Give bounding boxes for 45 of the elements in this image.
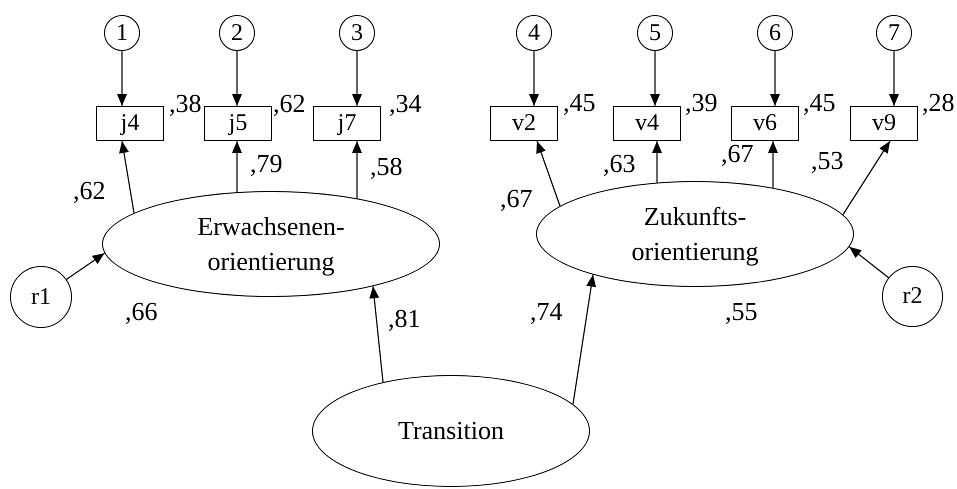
circle-node: 2	[219, 15, 255, 51]
path-arrow	[572, 274, 596, 404]
indicator-box: j5	[204, 106, 272, 141]
indicator-box: v4	[613, 106, 681, 141]
indicator-box: j4	[96, 106, 164, 141]
path-arrow	[352, 51, 362, 106]
coefficient-value: ,45	[803, 90, 836, 116]
path-arrow	[232, 141, 242, 192]
circle-node: 4	[516, 15, 552, 51]
path-arrow	[770, 51, 780, 106]
circle-node: 7	[876, 15, 912, 51]
path-arrow	[232, 51, 242, 106]
coefficient-value: ,28	[922, 90, 954, 116]
circle-node: 5	[637, 15, 673, 51]
path-arrow	[529, 51, 539, 106]
coefficient-value: ,45	[563, 90, 596, 116]
path-arrow	[848, 246, 889, 278]
circle-node: 3	[339, 15, 375, 51]
path-arrow	[369, 286, 384, 382]
coefficient-value: ,38	[169, 91, 202, 117]
indicator-box: j7	[313, 106, 381, 141]
path-arrow	[119, 140, 135, 214]
path-arrow	[652, 141, 662, 183]
coefficient-value: ,62	[273, 91, 306, 117]
latent-ellipse: Transition	[312, 375, 590, 487]
circle-node: r1	[10, 266, 72, 328]
path-arrow	[889, 51, 899, 106]
indicator-box: v2	[490, 106, 558, 141]
coefficient-value: ,55	[725, 299, 758, 325]
path-arrow	[842, 140, 890, 215]
circle-node: 6	[757, 15, 793, 51]
path-arrow	[117, 51, 127, 106]
coefficient-value: ,66	[125, 299, 158, 325]
path-arrow	[768, 141, 778, 188]
indicator-box: v9	[850, 106, 918, 141]
indicator-box: v6	[731, 106, 799, 141]
latent-ellipse: Zukunfts- orientierung	[536, 181, 854, 287]
coefficient-value: ,39	[685, 90, 718, 116]
circle-node: r2	[882, 266, 943, 327]
path-arrow	[352, 141, 362, 198]
path-arrow	[650, 51, 660, 106]
circle-node: 1	[104, 15, 140, 51]
coefficient-value: ,34	[389, 91, 422, 117]
path-arrow	[66, 252, 105, 280]
path-arrow	[536, 140, 561, 206]
